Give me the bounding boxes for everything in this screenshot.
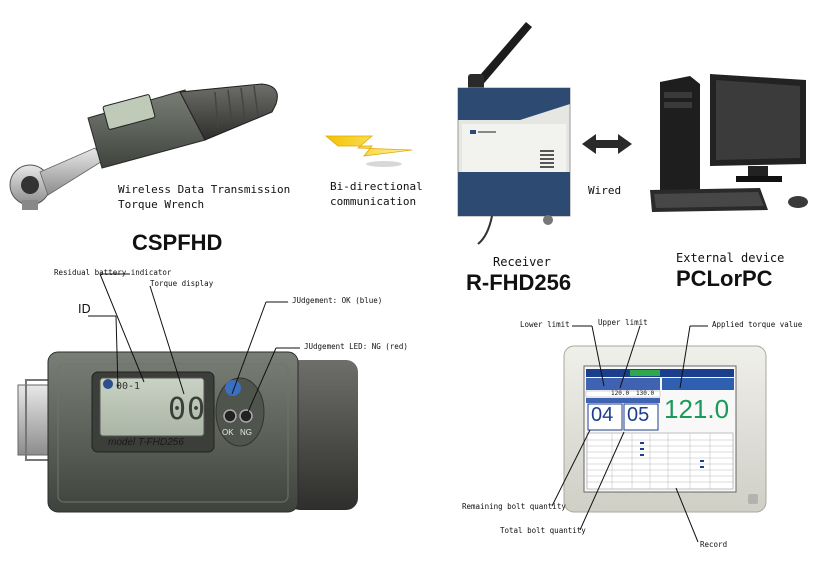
screen-applied-torque: 121.0 — [664, 394, 730, 424]
upper-limit-callout: Upper limit — [598, 318, 648, 327]
lightning-bolt-icon — [324, 135, 413, 167]
lcd-small-text: 00-1 — [116, 381, 141, 392]
bidirectional-label-line1: Bi-directional — [330, 180, 423, 193]
screen-lower-limit-value: 120.0 — [611, 390, 630, 397]
wrench-model-title: CSPFHD — [132, 230, 223, 255]
wrench-caption-line1: Wireless Data Transmission — [118, 183, 291, 196]
callout-lines — [88, 273, 708, 543]
external-device-label: External device — [676, 251, 785, 265]
receiver-label: Receiver — [493, 255, 551, 269]
receiver-image — [457, 22, 571, 245]
ok-led-label: OK — [222, 428, 234, 437]
total-bolt-callout: Total bolt quantity — [500, 526, 586, 535]
judgement-ng-callout: JUdgement LED: NG (red) — [304, 342, 408, 351]
judgement-ok-callout: JUdgement: OK (blue) — [292, 296, 383, 305]
touch-panel-display — [563, 345, 767, 513]
bidirectional-label-line2: communication — [330, 195, 417, 208]
id-callout: ID — [78, 302, 91, 316]
applied-torque-callout: Applied torque value — [712, 320, 803, 329]
lcd-torque-value: 00 — [168, 392, 207, 427]
screen-remaining-bolts: 04 — [591, 404, 614, 426]
battery-indicator-callout: Residual battery indicator — [54, 268, 172, 277]
receiver-model: R-FHD256 — [466, 270, 572, 295]
double-arrow-icon — [582, 134, 632, 154]
device-model-text: model T-FHD256 — [108, 437, 184, 448]
screen-upper-limit-value: 130.0 — [636, 390, 655, 397]
wired-label: Wired — [588, 184, 622, 197]
record-callout: Record — [700, 540, 728, 549]
remaining-bolt-callout: Remaining bolt quantity — [462, 502, 566, 511]
pc-image — [650, 74, 808, 212]
ng-led-label: NG — [240, 428, 252, 437]
torque-display-callout: Torque display — [150, 279, 214, 288]
torque-wrench-image — [9, 83, 278, 210]
torque-device-closeup — [17, 351, 358, 513]
screen-total-bolts: 05 — [627, 404, 650, 426]
external-device-model: PCLorPC — [676, 266, 773, 291]
wrench-caption-line2: Torque Wrench — [118, 198, 205, 211]
lower-limit-callout: Lower limit — [520, 320, 570, 329]
